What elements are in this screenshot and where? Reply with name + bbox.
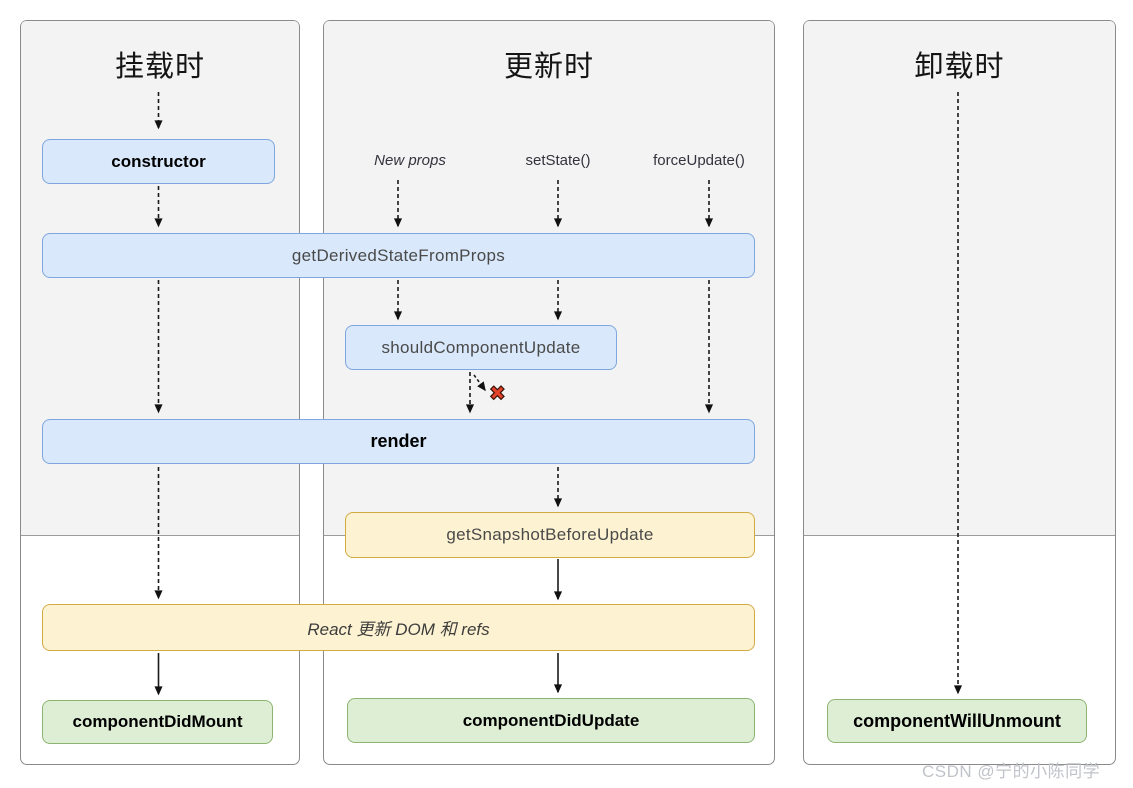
watermark: CSDN @宁的小陈同学 — [922, 762, 1101, 781]
node-constructor: constructor — [42, 139, 275, 184]
label-force-update: forceUpdate() — [653, 152, 745, 169]
reject-x-icon: ✖ — [488, 383, 506, 405]
node-get-derived-state-from-props: getDerivedStateFromProps — [42, 233, 755, 278]
node-render: render — [42, 419, 755, 464]
node-react-updates-dom: React 更新 DOM 和 refs — [42, 604, 755, 651]
node-get-snapshot-before-update: getSnapshotBeforeUpdate — [345, 512, 755, 558]
node-component-did-mount: componentDidMount — [42, 700, 273, 744]
node-should-component-update: shouldComponentUpdate — [345, 325, 617, 370]
render-phase-region-unmounting — [804, 21, 1115, 536]
column-mounting — [20, 20, 300, 765]
column-updating — [323, 20, 775, 765]
label-set-state: setState() — [525, 152, 591, 169]
title-unmounting: 卸载时 — [914, 51, 1005, 83]
label-new-props: New props — [374, 152, 446, 169]
column-unmounting — [803, 20, 1116, 765]
title-updating: 更新时 — [503, 51, 594, 83]
node-component-did-update: componentDidUpdate — [347, 698, 755, 743]
title-mounting: 挂载时 — [114, 51, 205, 83]
node-component-will-unmount: componentWillUnmount — [827, 699, 1087, 743]
